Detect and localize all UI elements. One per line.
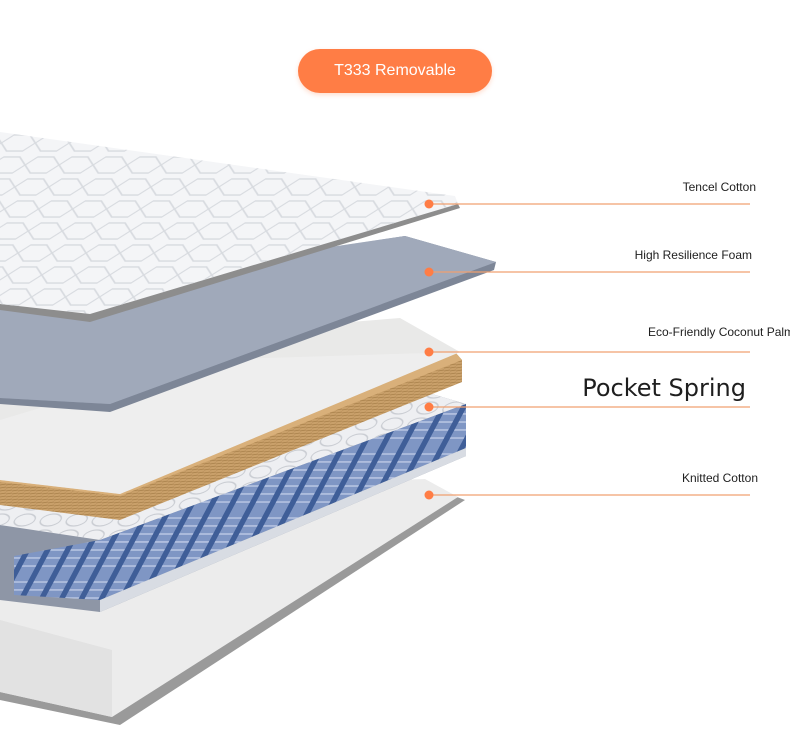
label-knitted-cotton: Knitted Cotton <box>681 471 758 485</box>
marker-dot <box>424 199 434 209</box>
label-pocket-spring: Pocket Spring <box>582 374 746 402</box>
label-tencel-cotton: Tencel Cotton <box>682 180 756 194</box>
top-layer <box>0 132 460 322</box>
product-badge: T333 Removable <box>298 49 492 93</box>
marker-dot <box>424 267 434 277</box>
leader-lines <box>429 203 750 496</box>
label-high-resilience-foam: High Resilience Foam <box>634 248 752 262</box>
label-coconut-palm: Eco-Friendly Coconut Palm <box>648 325 790 339</box>
marker-dot <box>424 347 434 357</box>
marker-dot <box>424 402 434 412</box>
badge-text: T333 Removable <box>334 62 456 79</box>
marker-dots <box>424 199 434 500</box>
marker-dot <box>424 490 434 500</box>
